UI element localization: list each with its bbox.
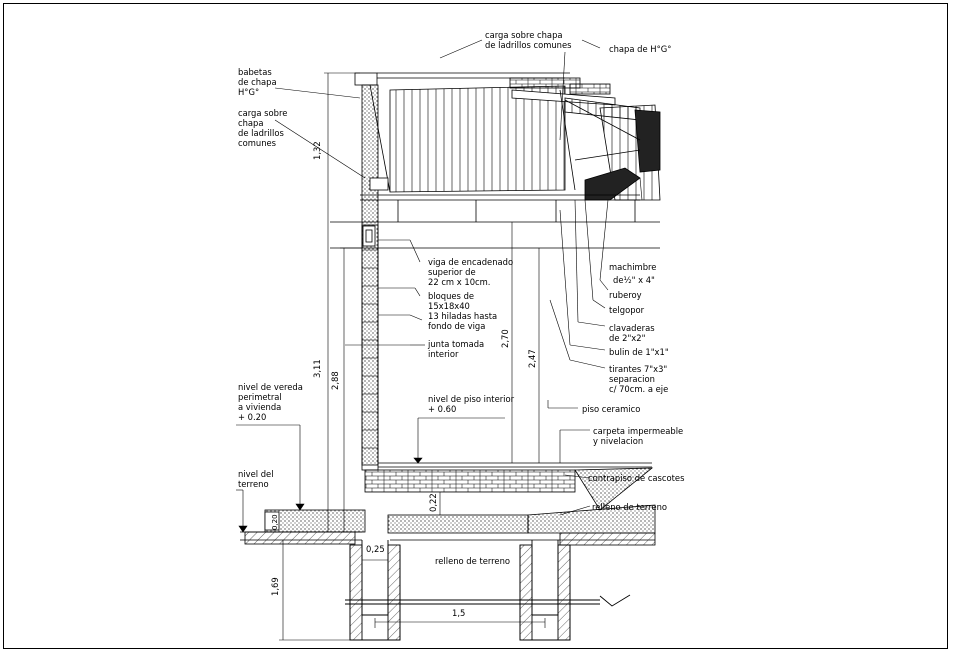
label-relleno-center: relleno de terreno xyxy=(435,556,510,566)
label-ruberoy: ruberoy xyxy=(609,290,642,300)
label-carpeta-2: y nivelacion xyxy=(593,436,643,446)
label-carga-chapa-top-2: de ladrillos comunes xyxy=(485,40,572,50)
dim-2-47: 2,47 xyxy=(527,349,537,368)
label-terreno-2: terreno xyxy=(238,479,269,489)
label-relleno-right: relleno de terreno xyxy=(592,502,667,512)
label-bloques-3: 13 hiladas hasta xyxy=(428,311,497,321)
dim-1-5: 1,5 xyxy=(452,608,465,618)
label-carga-left-1: carga sobre xyxy=(238,108,287,118)
label-chapa-hg: chapa de H°G° xyxy=(609,44,671,54)
dim-1-32: 1,32 xyxy=(312,141,322,160)
label-carga-left-3: de ladrillos xyxy=(238,128,284,138)
label-junta-2: interior xyxy=(428,349,459,359)
label-vereda-3: a vivienda xyxy=(238,402,281,412)
label-babetas-2: de chapa xyxy=(238,77,277,87)
label-telgopor: telgopor xyxy=(609,305,645,315)
label-piso-2: + 0.60 xyxy=(428,404,456,414)
text-labels: carga sobre chapa de ladrillos comunes c… xyxy=(238,30,684,566)
foundation xyxy=(345,540,631,641)
label-viga-2: superior de xyxy=(428,267,476,277)
label-bulin: bulin de 1"x1" xyxy=(609,347,669,357)
label-babetas-1: babetas xyxy=(238,67,272,77)
floor-assembly xyxy=(240,462,656,546)
label-carga-left-2: chapa xyxy=(238,118,264,128)
dim-0-22: 0,22 xyxy=(428,493,438,512)
label-viga-3: 22 cm x 10cm. xyxy=(428,277,490,287)
label-carpeta-1: carpeta impermeable xyxy=(593,426,683,436)
label-carga-chapa-top-1: carga sobre chapa xyxy=(485,30,563,40)
block-wall xyxy=(330,84,660,471)
label-piso-ceramico: piso ceramico xyxy=(582,404,640,414)
label-bloques-1: bloques de xyxy=(428,291,474,301)
label-junta-1: junta tomada xyxy=(427,339,484,349)
label-bloques-4: fondo de viga xyxy=(428,321,485,331)
label-tirantes-2: separacion xyxy=(609,374,655,384)
label-tirantes-1: tirantes 7"x3" xyxy=(609,364,667,374)
label-tirantes-3: c/ 70cm. a eje xyxy=(609,384,668,394)
label-clavaderas-2: de 2"x2" xyxy=(609,333,646,343)
label-bloques-2: 15x18x40 xyxy=(428,301,470,311)
leader-lines xyxy=(274,39,643,516)
label-vereda-1: nivel de vereda xyxy=(238,382,303,392)
label-contrapiso: contrapiso de cascotes xyxy=(588,473,684,483)
label-clavaderas-1: clavaderas xyxy=(609,323,655,333)
dimension-lines xyxy=(236,72,546,641)
label-carga-left-4: comunes xyxy=(238,138,276,148)
label-machimbre-1: machimbre xyxy=(609,262,656,272)
label-piso-1: nivel de piso interior xyxy=(428,394,515,404)
label-vereda-2: perimetral xyxy=(238,392,282,402)
dimension-texts: 1,32 3,11 2,88 2,70 2,47 0,22 0,25 1,69 … xyxy=(270,141,537,618)
label-viga-1: viga de encadenado xyxy=(428,257,513,267)
label-machimbre-2: de½" x 4" xyxy=(613,275,655,285)
label-vereda-4: + 0.20 xyxy=(238,412,266,422)
dim-1-69: 1,69 xyxy=(270,577,280,596)
label-babetas-3: H°G° xyxy=(238,87,259,97)
dim-2-88: 2,88 xyxy=(330,371,340,390)
dim-3-11: 3,11 xyxy=(312,359,322,378)
label-terreno-1: nivel del xyxy=(238,469,274,479)
dim-0-25: 0,25 xyxy=(366,544,385,554)
dim-0-20: 0,20 xyxy=(271,514,279,530)
dim-2-70: 2,70 xyxy=(500,329,510,348)
roof-assembly xyxy=(354,72,661,222)
frame-border xyxy=(3,3,948,649)
